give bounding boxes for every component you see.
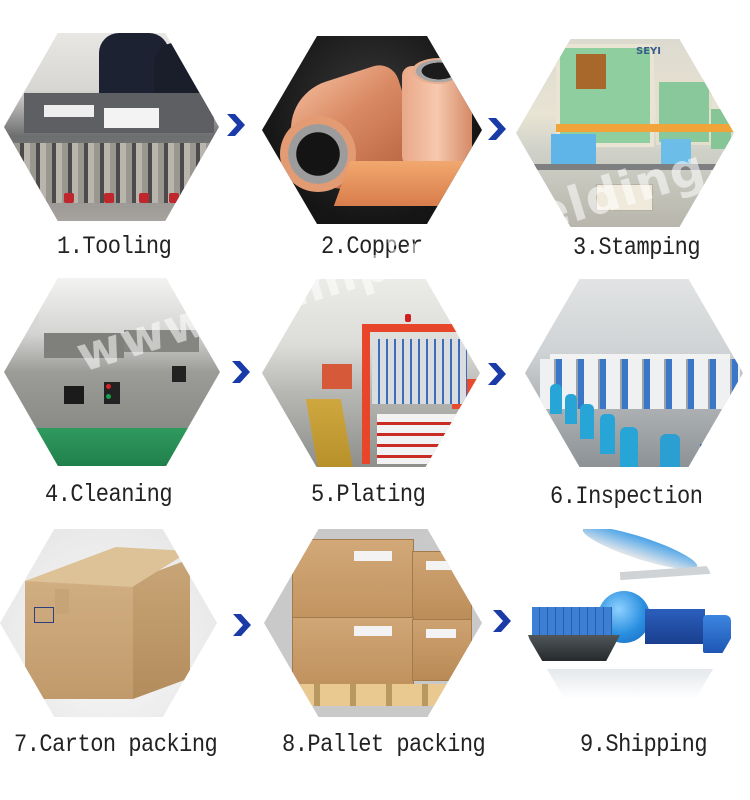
- step-caption: 5.Plating: [311, 481, 426, 509]
- carton-packing-image: [0, 529, 217, 717]
- chevron-right-icon: [232, 361, 250, 383]
- shipping-image: [520, 529, 740, 717]
- step-caption: 7.Carton packing: [14, 731, 218, 759]
- press-brand-label: SEYI: [636, 46, 661, 57]
- chevron-right-icon: [233, 614, 251, 636]
- stamping-image: SEYI: [516, 39, 734, 227]
- copper-image: [262, 36, 482, 224]
- pallet-packing-image: [264, 529, 482, 717]
- plating-image: [262, 279, 480, 467]
- tooling-image: [4, 33, 219, 221]
- chevron-right-icon: [488, 118, 506, 140]
- step-caption: 1.Tooling: [57, 233, 172, 261]
- step-caption: 9.Shipping: [580, 731, 708, 759]
- inspection-image: [525, 279, 743, 467]
- step-caption: 3.Stamping: [573, 234, 701, 262]
- chevron-right-icon: [227, 114, 245, 136]
- cleaning-image: [4, 278, 220, 466]
- step-caption: 6.Inspection: [550, 483, 703, 511]
- chevron-right-icon: [493, 610, 511, 632]
- chevron-right-icon: [488, 363, 506, 385]
- step-caption: 8.Pallet packing: [282, 731, 486, 759]
- step-caption: 2.Copper: [321, 233, 423, 261]
- step-caption: 4.Cleaning: [45, 481, 173, 509]
